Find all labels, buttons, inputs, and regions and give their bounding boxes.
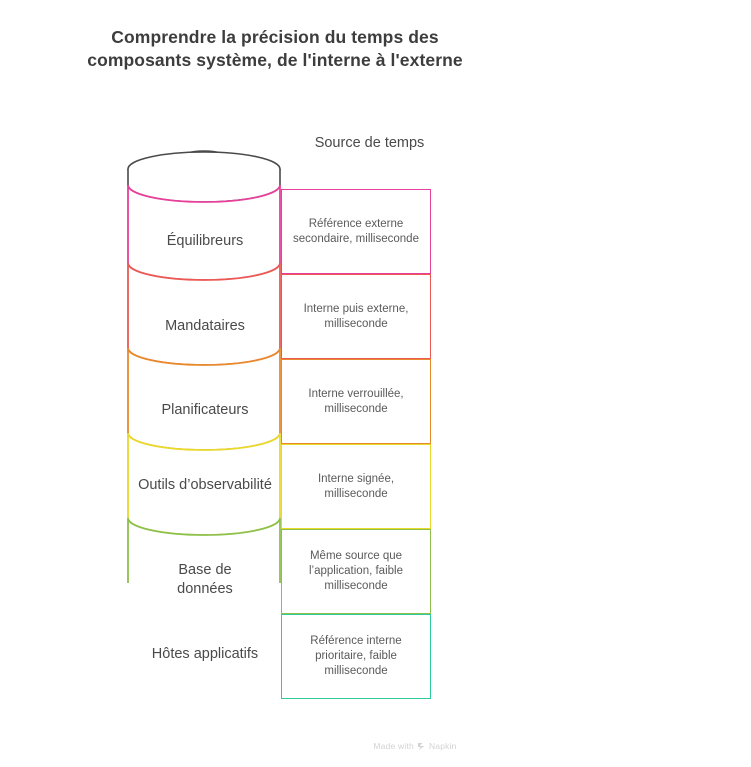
cylinder-label-hotes-applicatifs: Hôtes applicatifs	[151, 646, 259, 662]
watermark-brand-label: Napkin	[428, 741, 457, 751]
source-box-planificateurs: Interne verrouillée, milliseconde	[281, 359, 431, 444]
source-text-planificateurs: Interne verrouillée, milliseconde	[308, 387, 404, 415]
cylinder-label-planificateurs: Planificateurs	[161, 402, 249, 418]
cylinder-label-equilibreurs: Équilibreurs	[166, 233, 244, 249]
source-text-outils-observabilite: Interne signée, milliseconde	[317, 472, 395, 500]
source-text-hotes-applicatifs: Référence interne prioritaire, faible mi…	[310, 635, 402, 677]
column-header-source-de-temps: Source de temps	[314, 135, 425, 151]
source-box-base-de-donnees: Même source que l’application, faible mi…	[281, 529, 431, 614]
watermark: Made with Napkin	[300, 741, 530, 751]
cylinder-label-base-de-donnees: Base de données	[177, 562, 233, 597]
watermark-made-with-label: Made with	[373, 741, 414, 751]
source-text-equilibreurs: Référence externe secondaire, millisecon…	[293, 217, 419, 245]
source-box-hotes-applicatifs: Référence interne prioritaire, faible mi…	[281, 614, 431, 699]
page-title: Comprendre la précision du temps des com…	[87, 27, 463, 70]
source-box-equilibreurs: Référence externe secondaire, millisecon…	[281, 189, 431, 274]
source-text-base-de-donnees: Même source que l’application, faible mi…	[309, 550, 403, 592]
source-box-outils-observabilite: Interne signée, milliseconde	[281, 444, 431, 529]
source-text-mandataires: Interne puis externe, milliseconde	[303, 302, 409, 330]
cylinder-label-mandataires: Mandataires	[165, 318, 245, 334]
napkin-logo-icon	[417, 742, 426, 751]
cylinder-band-base-de-donnees	[127, 517, 281, 583]
stacked-cylinder-graphic	[127, 150, 281, 583]
cylinder-label-outils-observabilite: Outils d’observabilité	[138, 477, 272, 493]
source-box-mandataires: Interne puis externe, milliseconde	[281, 274, 431, 359]
